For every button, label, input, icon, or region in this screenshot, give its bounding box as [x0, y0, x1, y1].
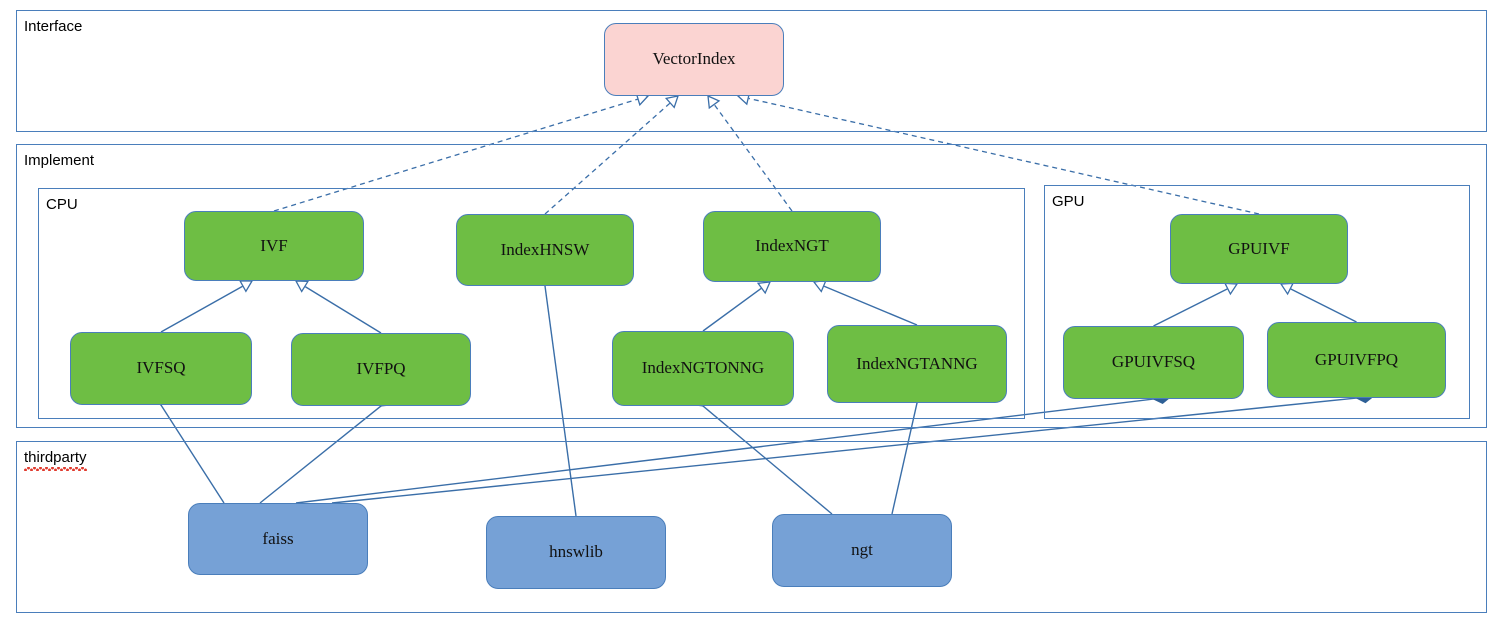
node-label: IVFPQ: [356, 359, 406, 379]
node-label: faiss: [262, 528, 294, 548]
node-indexngtanng[interactable]: IndexNGTANNG: [827, 325, 1007, 403]
node-indexngtonng[interactable]: IndexNGTONNG: [612, 331, 794, 406]
container-implement: [16, 144, 1487, 428]
node-label: GPUIVF: [1228, 238, 1290, 258]
node-ngt[interactable]: ngt: [772, 514, 952, 587]
node-label: IndexHNSW: [500, 239, 590, 259]
node-ivfsq[interactable]: IVFSQ: [70, 332, 252, 405]
container-label-gpu: GPU: [1052, 193, 1085, 210]
container-interface: [16, 10, 1487, 132]
container-gpu: [1044, 185, 1470, 419]
node-ivf[interactable]: IVF: [184, 211, 364, 281]
container-thirdparty: [16, 441, 1487, 613]
node-gpuivf[interactable]: GPUIVF: [1170, 214, 1348, 284]
container-label-interface: Interface: [24, 18, 83, 35]
node-label: VectorIndex: [652, 49, 736, 69]
node-hnswlib[interactable]: hnswlib: [486, 516, 666, 589]
node-label: ngt: [851, 540, 873, 560]
container-label-implement: Implement: [24, 152, 95, 169]
container-label-text: thirdparty: [24, 449, 87, 466]
node-gpuivfsq[interactable]: GPUIVFSQ: [1063, 326, 1244, 399]
node-label: GPUIVFPQ: [1314, 349, 1399, 369]
node-faiss[interactable]: faiss: [188, 503, 368, 575]
node-label: IndexNGTANNG: [856, 353, 978, 373]
node-label: IVF: [260, 235, 288, 255]
node-gpuivfpq[interactable]: GPUIVFPQ: [1267, 322, 1446, 398]
container-label-cpu: CPU: [46, 196, 78, 213]
node-indexngt[interactable]: IndexNGT: [703, 211, 881, 282]
node-label: IVFSQ: [136, 358, 186, 378]
node-label: GPUIVFSQ: [1111, 352, 1196, 372]
node-indexhnsw[interactable]: IndexHNSW: [456, 214, 634, 286]
container-cpu: [38, 188, 1025, 419]
container-label-thirdparty: thirdparty: [24, 449, 87, 471]
spellcheck-squiggle-icon: [24, 467, 87, 471]
node-label: IndexNGT: [755, 236, 829, 256]
node-vectorindex[interactable]: VectorIndex: [604, 23, 784, 96]
spellcheck-wrapper: thirdparty: [24, 449, 87, 471]
node-ivfpq[interactable]: IVFPQ: [291, 333, 471, 406]
node-label: hnswlib: [549, 542, 603, 562]
node-label: IndexNGTONNG: [641, 358, 765, 378]
